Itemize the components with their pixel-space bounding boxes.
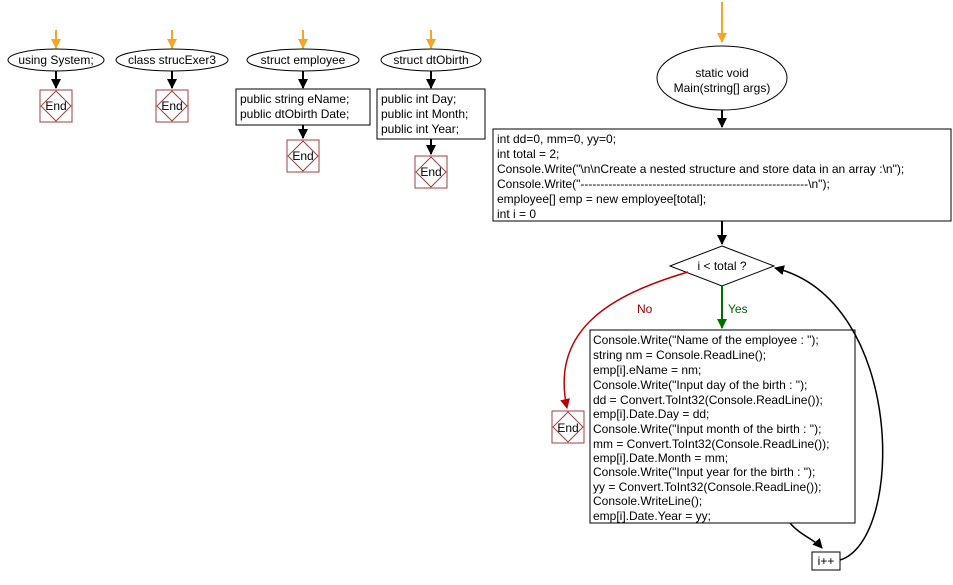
init-line: Console.Write("-------------------------… xyxy=(497,177,830,191)
loop-body-line: emp[i].eName = nm; xyxy=(593,363,701,377)
end-node xyxy=(414,155,448,189)
end-node-diamond xyxy=(40,90,72,122)
dtobirth-field: public int Month; xyxy=(381,107,468,121)
init-line: int dd=0, mm=0, yy=0; xyxy=(497,132,616,146)
init-line: int i = 0 xyxy=(497,207,536,221)
end-label: End xyxy=(557,421,578,435)
end-label: End xyxy=(161,99,182,113)
dtobirth-field: public int Year; xyxy=(381,122,459,136)
no-label: No xyxy=(637,302,653,316)
loop-body-line: Console.Write("Input day of the birth : … xyxy=(593,378,807,392)
init-line: int total = 2; xyxy=(497,147,559,161)
end-node xyxy=(286,139,320,173)
loop-body-line: Console.WriteLine(); xyxy=(593,494,702,508)
loop-body-block xyxy=(589,329,856,524)
class-group: class strucExer3 End xyxy=(115,30,229,123)
employee-struct-group: struct employee public string eName; pub… xyxy=(235,30,371,173)
loop-body-line: yy = Convert.ToInt32(Console.ReadLine())… xyxy=(593,480,821,494)
loop-condition-label: i < total ? xyxy=(697,259,746,273)
end-label: End xyxy=(45,99,66,113)
using-system-group: using System; End xyxy=(7,30,105,123)
loop-body-line: dd = Convert.ToInt32(Console.ReadLine())… xyxy=(593,393,823,407)
end-node-diamond xyxy=(415,156,447,188)
end-node xyxy=(39,89,73,123)
employee-struct-label: struct employee xyxy=(261,53,346,67)
end-label: End xyxy=(292,149,313,163)
dtobirth-struct-group: struct dtObirth public int Day; public i… xyxy=(376,30,486,189)
end-node xyxy=(551,410,585,444)
loop-body-line: emp[i].Date.Month = mm; xyxy=(593,451,728,465)
dtobirth-fields-box xyxy=(376,88,486,140)
using-system-label: using System; xyxy=(18,53,93,67)
flow-arrow xyxy=(789,522,823,549)
no-branch-arrow xyxy=(560,271,689,409)
loop-body-line: Console.Write("Input month of the birth … xyxy=(593,422,821,436)
dtobirth-field: public int Day; xyxy=(381,92,456,106)
employee-field: public string eName; xyxy=(240,92,349,106)
end-node-diamond xyxy=(287,140,319,172)
employee-field: public dtObirth Date; xyxy=(240,107,349,121)
loop-body-line: emp[i].Date.Year = yy; xyxy=(593,509,711,523)
end-node xyxy=(155,89,189,123)
class-label: class strucExer3 xyxy=(128,53,216,67)
loop-body-line: emp[i].Date.Day = dd; xyxy=(593,407,709,421)
main-method-line1: static void xyxy=(695,66,748,80)
increment-node xyxy=(811,551,841,571)
loop-back-arrow xyxy=(774,265,884,561)
end-node-diamond xyxy=(552,411,584,443)
loop-body-line: mm = Convert.ToInt32(Console.ReadLine())… xyxy=(593,437,829,451)
employee-fields-box xyxy=(235,88,371,126)
init-block xyxy=(492,128,952,222)
init-line: employee[] emp = new employee[total]; xyxy=(497,192,706,206)
init-line: Console.Write("\n\nCreate a nested struc… xyxy=(497,162,904,176)
main-method-line2: Main(string[] args) xyxy=(674,81,771,95)
end-node-diamond xyxy=(156,90,188,122)
loop-body-line: Console.Write("Name of the employee : ")… xyxy=(593,333,819,347)
loop-body-line: Console.Write("Input year for the birth … xyxy=(593,465,815,479)
main-method-group: static void Main(string[] args) int dd=0… xyxy=(492,2,952,571)
loop-body-line: string nm = Console.ReadLine(); xyxy=(593,348,766,362)
end-label: End xyxy=(420,165,441,179)
dtobirth-struct-label: struct dtObirth xyxy=(393,53,468,67)
yes-label: Yes xyxy=(728,302,748,316)
increment-label: i++ xyxy=(818,554,835,568)
